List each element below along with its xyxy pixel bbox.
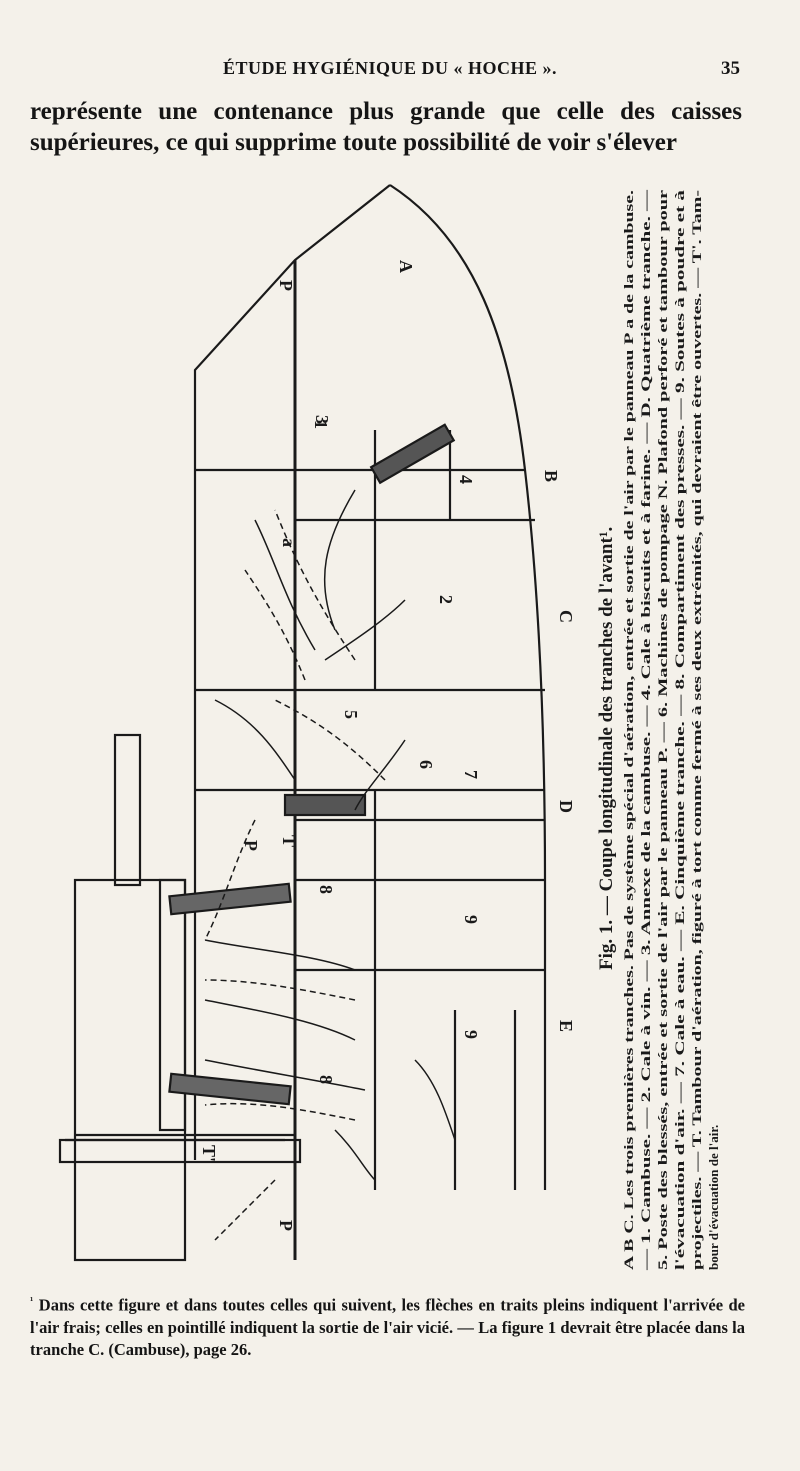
label-2: 2 (436, 595, 456, 604)
footnote-marker: ¹ (30, 1295, 34, 1307)
footnote: ¹ Dans cette figure et dans toutes celle… (30, 1290, 745, 1361)
label-8-upper: 8 (316, 885, 336, 894)
page-number: 35 (721, 58, 740, 79)
label-E: E (556, 1020, 576, 1032)
body-paragraph: représente une contenance plus grande qu… (30, 98, 742, 156)
figure-caption-line-2: — 1. Cambuse. — 2. Cale à vin. — 3. Anne… (638, 188, 653, 1271)
figure-caption-line-1: A B C. Les trois premières tranches. Pas… (621, 190, 636, 1270)
label-6: 6 (416, 760, 436, 769)
figure-caption-line-6: bour d'évacuation de l'air. (706, 1125, 721, 1270)
label-B: B (541, 470, 561, 482)
label-P-mid: P (241, 840, 261, 851)
figure-1: A B C D E P P P a T T' 1 2 3 4 5 6 7 8 8 (55, 180, 745, 1280)
label-C: C (556, 610, 576, 623)
running-title: ÉTUDE HYGIÉNIQUE DU « HOCHE ». (222, 58, 558, 78)
label-P-bottom: P (276, 1220, 296, 1231)
label-9-lower: 9 (461, 1030, 481, 1039)
label-7: 7 (461, 770, 481, 779)
label-3: 3 (312, 415, 332, 424)
label-T: T (279, 835, 299, 847)
footnote-text: Dans cette figure et dans toutes celles … (30, 1295, 745, 1359)
label-T-prime: T' (199, 1145, 219, 1162)
ship-section-diagram: A B C D E P P P a T T' 1 2 3 4 5 6 7 8 8 (58, 184, 721, 1272)
label-D: D (556, 800, 576, 813)
figure-caption-title: Fig. 1. — Coupe longitudinale des tranch… (596, 527, 617, 970)
label-P-top: P (276, 280, 296, 291)
bow-slope (193, 184, 391, 1160)
hull-curve (389, 184, 547, 1190)
figure-caption-line-4: l'évacuation d'air. — 7. Cale à eau. — E… (672, 189, 687, 1270)
label-1: 1 (311, 420, 331, 429)
figure-caption-line-5: projectiles. — T. Tambour d'aération, fi… (689, 190, 704, 1270)
running-head: ÉTUDE HYGIÉNIQUE DU « HOCHE ». 35 (0, 58, 800, 84)
label-5: 5 (341, 710, 361, 719)
label-9-upper: 9 (461, 915, 481, 924)
label-8-lower: 8 (316, 1075, 336, 1084)
label-a: a (279, 538, 299, 547)
label-4: 4 (456, 475, 476, 484)
label-A: A (396, 260, 416, 273)
figure-caption-line-3: 5. Poste des blessés, entrée et sortie d… (655, 190, 670, 1270)
